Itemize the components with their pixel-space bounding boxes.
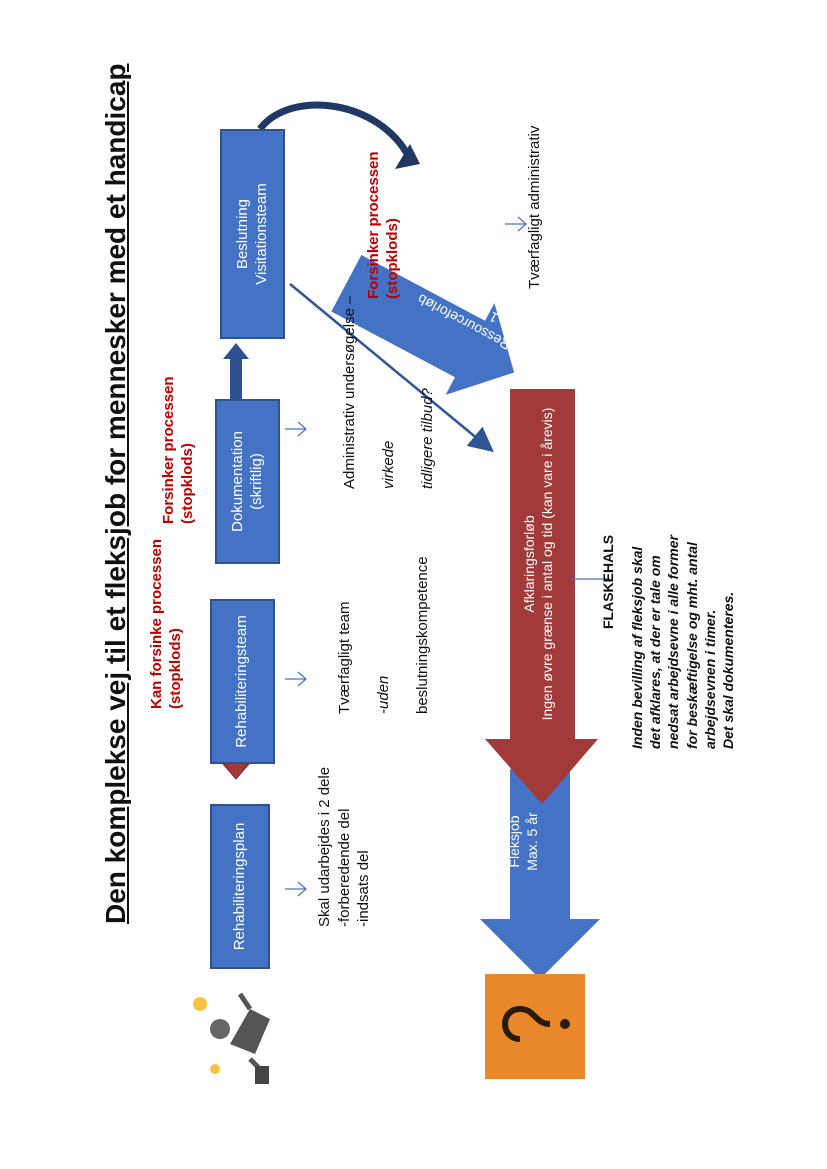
fleksjob-label: Fleksjob Max. 5 år <box>506 812 541 871</box>
rehabplan-note: Skal udarbejdes i 2 dele -forberedende d… <box>316 766 372 927</box>
rehabteam-note: Tværfagligt team -uden beslutningskompet… <box>315 556 452 714</box>
rehabteam-note-line2: -uden <box>374 675 392 714</box>
delay-note-kan: Kan forsinke processen (stopklods) <box>148 538 184 709</box>
rehabteam-note-line3: beslutningskompetence <box>413 556 431 714</box>
afklaring-label: Afklaringsforløb Ingen øvre grænse i ant… <box>521 407 556 721</box>
dok-note: Administrativ undersøgelse – virkede tid… <box>320 296 457 489</box>
afklaring-arrow <box>485 389 598 804</box>
ressource-note: Tværfagligt administrativ <box>526 125 543 289</box>
beslutning-label: Beslutning Visitationsteam <box>233 183 270 285</box>
question-figure-image <box>485 974 585 1079</box>
fleksjob-arrow <box>480 769 600 979</box>
connector-beslutning-to-ressource <box>257 101 414 161</box>
rehabiliteringsplan-box: Rehabiliteringsplan <box>210 804 270 969</box>
rehabteam-note-line1: Tværfagligt team <box>335 601 353 714</box>
dok-note-line3: tidligere tilbud? <box>418 388 436 489</box>
rehabiliteringsteam-label: Rehabiliteringsteam <box>233 615 251 748</box>
dokumentation-box: Dokumentation (skriftlig) <box>215 399 280 564</box>
flaskehals-label: FLASKEHALS <box>600 534 616 629</box>
connector-beslutning-to-afklaring <box>289 283 494 453</box>
delay-note-dok: Forsinker processen (stopklods) <box>160 376 196 524</box>
dok-note-line2: virkede <box>379 440 397 489</box>
rehabiliteringsplan-label: Rehabiliteringsplan <box>230 822 248 951</box>
delay-note-ressource: Forsinker processen (stopklods) <box>365 151 401 299</box>
rehabiliteringsteam-box: Rehabiliteringsteam <box>210 599 275 764</box>
dokumentation-label: Dokumentation (skriftlig) <box>228 431 265 532</box>
beslutning-box: Beslutning Visitationsteam <box>220 129 285 339</box>
ressource-arrow <box>331 255 515 395</box>
connector-dok-to-beslutning <box>223 343 249 404</box>
flaskehals-text: Inden bevilling af fleksjob skal det afk… <box>629 535 736 749</box>
dok-note-line1: Administrativ undersøgelse – <box>340 295 358 489</box>
businessman-figure-image <box>193 992 270 1084</box>
page-title: Den komplekse vej til et fleksjob for me… <box>100 63 131 924</box>
